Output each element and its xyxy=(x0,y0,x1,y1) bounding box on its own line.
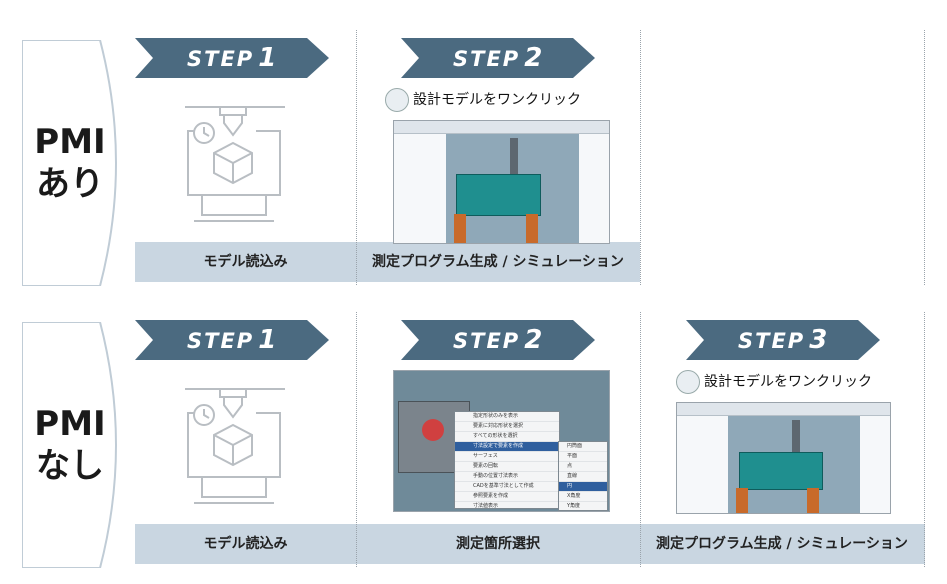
submenu-item[interactable]: 円筒面 xyxy=(559,442,607,452)
menu-item[interactable]: 要素に対応形状を選択 xyxy=(455,422,559,432)
submenu-item[interactable]: 平面 xyxy=(559,452,607,462)
column-divider xyxy=(356,30,357,285)
pmi-nashi-caption-band xyxy=(135,524,925,564)
step-arrow-shape xyxy=(686,320,880,360)
menu-item[interactable]: CADを基準寸法として作成 xyxy=(455,482,559,492)
label-panel-outline xyxy=(22,322,117,568)
measurement-selection-screenshot: 指定形状のみを表示 要素に対応形状を選択 すべての形状を選択 寸法設定で要素を作… xyxy=(393,370,610,512)
step-number: 2 xyxy=(524,43,545,73)
step-arrow-shape xyxy=(135,320,329,360)
column-divider xyxy=(640,30,641,285)
step-number: 2 xyxy=(524,325,545,355)
column-divider xyxy=(924,30,925,285)
design-model-button-icon xyxy=(385,88,409,112)
pmi-ari-label-line2: あり xyxy=(36,164,104,204)
column-divider xyxy=(356,312,357,567)
step-arrow-shape xyxy=(401,320,595,360)
column-divider xyxy=(640,312,641,567)
simulation-screenshot xyxy=(676,402,891,514)
submenu-item[interactable]: X角度 xyxy=(559,492,607,502)
one-click-text: 設計モデルをワンクリック xyxy=(413,92,581,108)
pmi-nashi-step3-caption: 測定プログラム生成 / シミュレーション xyxy=(656,536,908,552)
step-number: 3 xyxy=(809,325,830,355)
menu-item[interactable]: すべての形状を選択 xyxy=(455,432,559,442)
step-word: STEP xyxy=(453,47,521,71)
pmi-ari-step1-caption: モデル読込み xyxy=(203,254,288,270)
pmi-nashi-step2-caption: 測定箇所選択 xyxy=(456,536,540,552)
menu-item[interactable]: 寸法値表示 xyxy=(455,502,559,511)
menu-item[interactable]: サーフェス xyxy=(455,452,559,462)
model-load-pc-icon xyxy=(180,385,290,514)
one-click-note: 設計モデルをワンクリック xyxy=(385,88,581,112)
step-word: STEP xyxy=(187,329,255,353)
step-arrow-shape xyxy=(135,38,329,78)
one-click-note: 設計モデルをワンクリック xyxy=(676,370,872,394)
pmi-ari-step2-caption: 測定プログラム生成 / シミュレーション xyxy=(372,254,624,270)
menu-item[interactable]: 寸法設定で要素を作成 xyxy=(455,442,559,452)
one-click-text: 設計モデルをワンクリック xyxy=(704,374,872,390)
menu-item[interactable]: 参照要素を作成 xyxy=(455,492,559,502)
design-model-button-icon xyxy=(676,370,700,394)
step-word: STEP xyxy=(187,47,255,71)
pmi-nashi-label-panel: PMI なし xyxy=(22,322,135,568)
simulation-screenshot xyxy=(393,120,610,244)
model-load-pc-icon xyxy=(180,103,290,232)
step-word: STEP xyxy=(453,329,521,353)
pmi-ari-label-line1: PMI xyxy=(34,122,106,162)
menu-item[interactable]: 手動の位置寸法表示 xyxy=(455,472,559,482)
step-arrow-shape xyxy=(401,38,595,78)
step-number: 1 xyxy=(258,325,279,355)
pmi-nashi-label-line1: PMI xyxy=(34,404,106,444)
step-word: STEP xyxy=(738,329,806,353)
label-panel-outline xyxy=(22,40,117,286)
submenu-item[interactable]: 点 xyxy=(559,462,607,472)
pmi-ari-caption-band xyxy=(135,242,640,282)
menu-item[interactable]: 指定形状のみを表示 xyxy=(455,412,559,422)
submenu-item[interactable]: 直線 xyxy=(559,472,607,482)
pmi-ari-label-panel: PMI あり xyxy=(22,40,135,286)
context-submenu: 円筒面 平面 点 直線 円 X角度 Y角度 xyxy=(558,441,608,511)
submenu-item[interactable]: 円 xyxy=(559,482,607,492)
column-divider xyxy=(924,312,925,567)
menu-item[interactable]: 要素の回転 xyxy=(455,462,559,472)
step-number: 1 xyxy=(258,43,279,73)
submenu-item[interactable]: Y角度 xyxy=(559,502,607,511)
pmi-nashi-step1-caption: モデル読込み xyxy=(203,536,288,552)
context-menu: 指定形状のみを表示 要素に対応形状を選択 すべての形状を選択 寸法設定で要素を作… xyxy=(454,411,560,509)
pmi-nashi-label-line2: なし xyxy=(36,446,104,486)
